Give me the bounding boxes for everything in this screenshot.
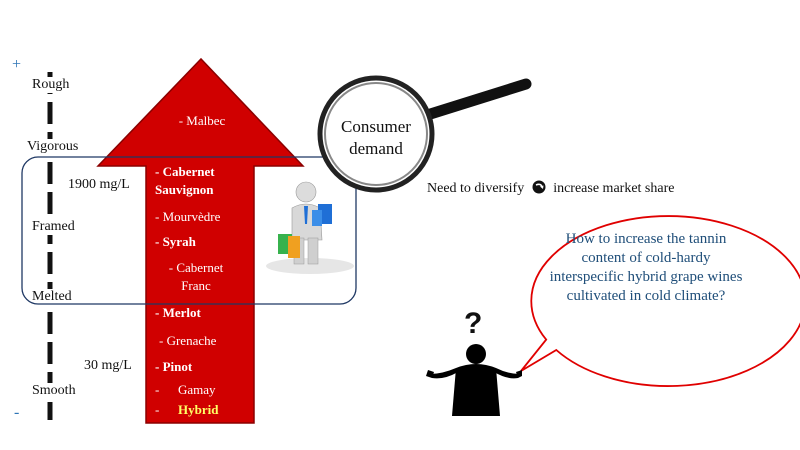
research-question-text: How to increase the tannin content of co… [549, 231, 743, 304]
wine-pinot: - Pinot [155, 359, 193, 374]
wine-mourvedre: - Mourvèdre [155, 209, 221, 224]
scale-plus-sign: + [12, 56, 22, 73]
question-mark-label: ? [464, 307, 483, 340]
wine-cabernet-sauvignon: - Cabernet Sauvignon [155, 164, 215, 197]
wine-syrah: - Syrah [155, 234, 196, 249]
concentration-high: 1900 mg/L [66, 177, 132, 193]
wine-malbec: - Malbec [178, 113, 226, 128]
scale-level-vigorous: Vigorous [25, 139, 81, 155]
diversify-right-text: increase market share [553, 181, 675, 196]
wine-gamay: Gamay [178, 382, 216, 397]
scale-level-melted: Melted [30, 289, 74, 305]
wine-grenache: - Grenache [159, 333, 217, 348]
wine-hybrid-label: Hybrid [178, 402, 219, 417]
wine-hybrid-prefix: - [155, 402, 160, 417]
scale-minus-sign: - [14, 404, 20, 421]
wine-merlot: - Merlot [155, 305, 201, 320]
diversify-statement: Need to diversify increase market share [427, 180, 674, 199]
scale-level-framed: Framed [30, 219, 77, 235]
diversify-left-text: Need to diversify [427, 181, 525, 196]
wine-cabernet-franc: - Cabernet Franc [168, 260, 224, 293]
wine-hybrid: Hybrid [178, 401, 286, 419]
scale-level-smooth: Smooth [30, 383, 78, 399]
wine-gamay-prefix: - [155, 382, 160, 397]
thinking-person-icon [426, 344, 522, 416]
consumer-demand-label: Consumer demand [341, 117, 411, 158]
shopper-figure [266, 181, 354, 274]
curved-arrow-icon [532, 180, 546, 199]
concentration-low: 30 mg/L [82, 358, 134, 374]
scale-level-rough: Rough [30, 77, 72, 93]
